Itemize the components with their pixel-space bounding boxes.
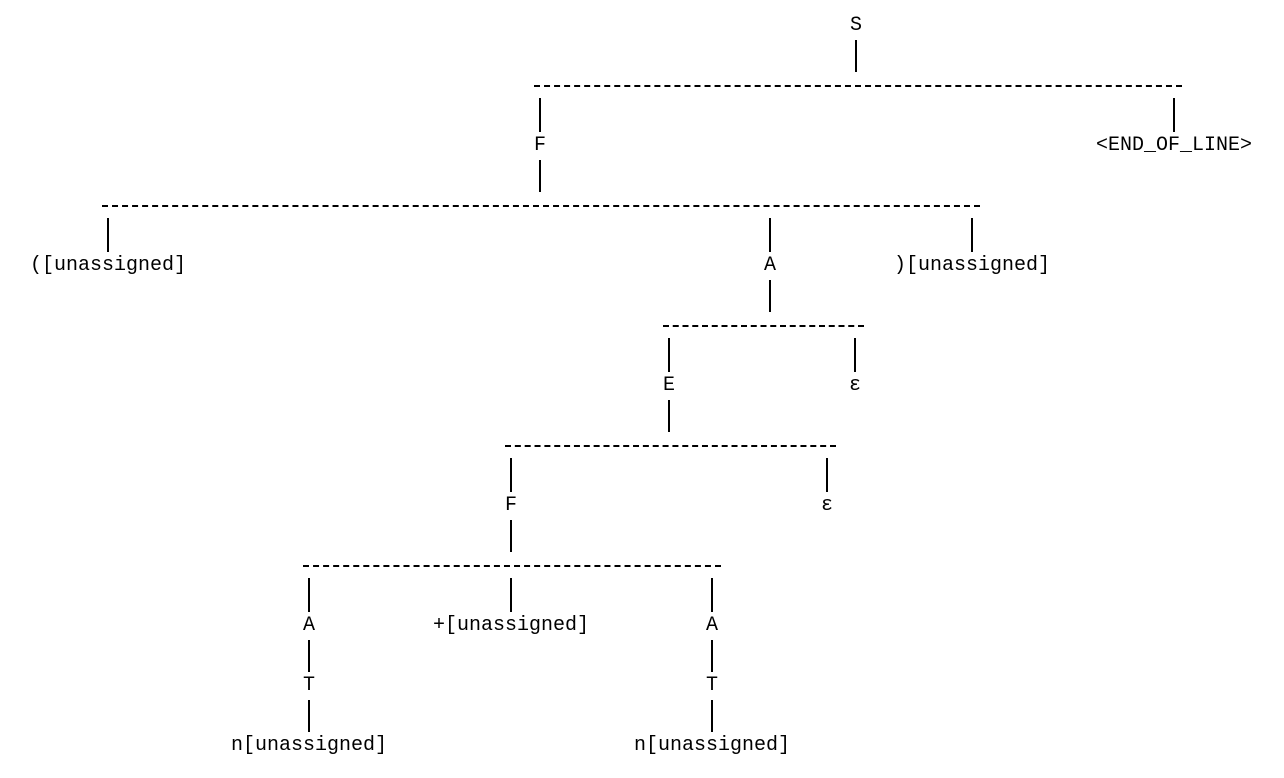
- branch-bar-r: [534, 84, 1182, 87]
- node-t-r-0-1-0-0-0-0: T: [302, 674, 316, 697]
- branch-r-0-1-0-0-1: [510, 578, 512, 612]
- stem-r-0-1: [769, 280, 771, 312]
- branch-r-0-1-0: [668, 338, 670, 372]
- node-e-r-0-1-0: E: [662, 374, 676, 397]
- stem-r-0-1-0-0: [510, 520, 512, 552]
- node-a-r-0-1-0-0-2: A: [705, 614, 719, 637]
- node-epsilon-r-0-1-1: ε: [848, 374, 862, 397]
- branch-r-0-1-1: [854, 338, 856, 372]
- stem-r-0-1-0: [668, 400, 670, 432]
- branch-r-0: [539, 98, 541, 132]
- stem-r: [855, 40, 857, 72]
- node-unassigned-r-0-2: )[unassigned]: [893, 254, 1051, 277]
- branch-r-0-1-0-1: [826, 458, 828, 492]
- node-epsilon-r-0-1-0-1: ε: [820, 494, 834, 517]
- connector-r-0-1-0-0-2-0: [711, 700, 713, 732]
- connector-r-0-1-0-0-2: [711, 640, 713, 672]
- branch-bar-r-0-1-0: [505, 444, 836, 447]
- branch-bar-r-0-1-0-0: [303, 564, 721, 567]
- node-n-unassigned-r-0-1-0-0-0-0-0: n[unassigned]: [230, 734, 388, 757]
- node-n-unassigned-r-0-1-0-0-2-0-0: n[unassigned]: [633, 734, 791, 757]
- node-f-r-0: F: [533, 134, 547, 157]
- node-unassigned-r-0-1-0-0-1: +[unassigned]: [432, 614, 590, 637]
- connector-r-0-1-0-0-0-0: [308, 700, 310, 732]
- node-unassigned-r-0-0: ([unassigned]: [29, 254, 187, 277]
- branch-r-1: [1173, 98, 1175, 132]
- branch-r-0-1: [769, 218, 771, 252]
- branch-r-0-0: [107, 218, 109, 252]
- node-t-r-0-1-0-0-2-0: T: [705, 674, 719, 697]
- stem-r-0: [539, 160, 541, 192]
- branch-bar-r-0-1: [663, 324, 864, 327]
- node-f-r-0-1-0-0: F: [504, 494, 518, 517]
- branch-r-0-2: [971, 218, 973, 252]
- connector-r-0-1-0-0-0: [308, 640, 310, 672]
- branch-r-0-1-0-0-2: [711, 578, 713, 612]
- node-end-of-line-r-1: <END_OF_LINE>: [1095, 134, 1253, 157]
- node-a-r-0-1: A: [763, 254, 777, 277]
- branch-bar-r-0: [102, 204, 980, 207]
- node-s-r: S: [849, 14, 863, 37]
- branch-r-0-1-0-0: [510, 458, 512, 492]
- node-a-r-0-1-0-0-0: A: [302, 614, 316, 637]
- branch-r-0-1-0-0-0: [308, 578, 310, 612]
